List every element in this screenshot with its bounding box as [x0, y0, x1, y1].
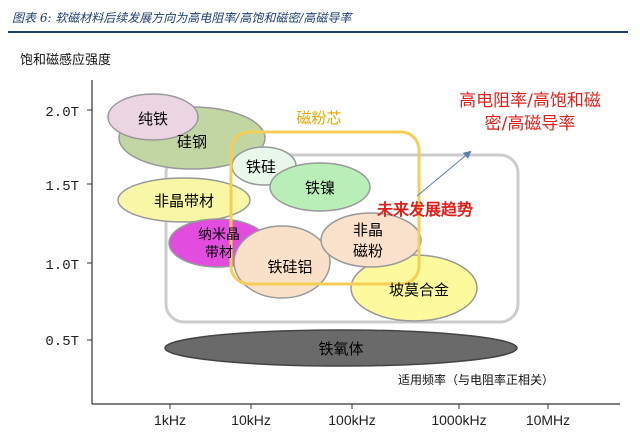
powder-core-label: 磁粉芯 — [296, 109, 341, 127]
direction-label-line1: 高电阻率/高饱和磁 — [459, 91, 601, 111]
material-label: 铁硅铝 — [267, 258, 312, 276]
x-axis-label: 适用频率（与电阻率正相关） — [398, 372, 554, 387]
powder-core-region — [229, 130, 421, 286]
y-tick-label: 1.5T — [45, 179, 79, 195]
future-trend-label: 未来发展趋势 — [376, 200, 473, 219]
bubble-shape — [350, 254, 478, 322]
material-label: 坡莫合金 — [389, 281, 449, 299]
bubble-iron-silicon-aluminum — [233, 225, 331, 299]
material-label: 铁镍 — [305, 179, 335, 197]
bubble-shape — [233, 225, 331, 299]
y-tick-label: 1.0T — [45, 258, 79, 274]
material-label: 非晶带材 — [154, 192, 214, 210]
figure-title: 图表 6: 软磁材料后续发展方向为高电阻率/高饱和磁密/高磁导率 — [12, 11, 352, 25]
header-divider — [8, 31, 628, 33]
bubble-permalloy — [350, 254, 478, 322]
report-header: 图表 6: 软磁材料后续发展方向为高电阻率/高饱和磁密/高磁导率 — [0, 0, 640, 40]
x-tick-label: 10MHz — [526, 412, 570, 428]
direction-label-line2: 密/高磁导率 — [485, 114, 576, 134]
x-tick-label: 1000kHz — [431, 412, 486, 428]
x-tick-label: 1kHz — [154, 412, 186, 428]
bubble-ferrite — [164, 329, 518, 367]
y-axis-label: 饱和磁感应强度 — [20, 52, 111, 68]
bubble-shape — [164, 329, 518, 367]
bubble-amorphous-ribbon — [117, 177, 251, 223]
x-tick-label: 10kHz — [231, 412, 271, 428]
x-tick-marks — [169, 404, 549, 409]
material-label: 铁硅 — [246, 158, 276, 176]
material-label: 铁氧体 — [318, 340, 363, 358]
material-label: 纳米晶 — [198, 227, 240, 243]
bubble-iron-nickel — [269, 162, 371, 212]
x-tick-label: 100kHz — [328, 412, 375, 428]
material-label: 硅钢 — [177, 133, 207, 151]
y-tick-label: 0.5T — [45, 334, 79, 350]
trend-arrow — [416, 150, 472, 197]
bubble-shape — [269, 162, 371, 212]
bubble-amorphous-powder — [320, 212, 422, 268]
bubble-shape — [320, 212, 422, 268]
y-tick-marks — [87, 109, 92, 341]
y-tick-label: 2.0T — [45, 105, 79, 121]
bubble-pure-iron — [107, 93, 199, 141]
bubble-shape — [107, 93, 199, 141]
bubble-shape — [117, 177, 251, 223]
material-label: 纯铁 — [138, 110, 168, 128]
material-label: 磁粉 — [353, 242, 383, 260]
material-label: 带材 — [205, 245, 233, 261]
material-label: 非晶 — [353, 221, 383, 239]
